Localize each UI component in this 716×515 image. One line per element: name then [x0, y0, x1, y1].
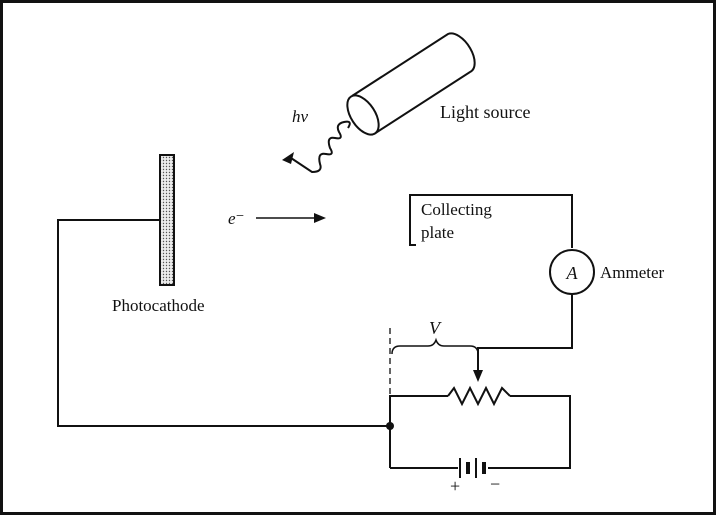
- light-source-cylinder: [346, 32, 476, 136]
- ammeter-symbol-letter: A: [566, 263, 579, 283]
- rheostat-resistor: [447, 385, 511, 407]
- electron-label: e⁻: [228, 209, 245, 228]
- slider-arrowhead: [473, 370, 483, 382]
- wire-right-loop: [488, 395, 571, 469]
- photon-arrowhead: [282, 152, 294, 164]
- photocathode-plate: [159, 154, 175, 286]
- collecting-plate-label-line2: plate: [421, 223, 454, 242]
- wire-cathode-to-junction: [57, 219, 390, 427]
- wire-plate-to-ammeter: [410, 194, 573, 248]
- junction-dot: [386, 422, 394, 430]
- collecting-plate-label-line1: Collecting: [421, 200, 492, 219]
- voltage-brace: [391, 337, 479, 355]
- photon-wave: [290, 120, 351, 174]
- electron-arrowhead: [314, 213, 326, 223]
- collecting-plate: [409, 194, 416, 246]
- photon-label: hν: [292, 107, 309, 126]
- light-source-label: Light source: [440, 102, 530, 122]
- battery-plus-label: +: [450, 476, 460, 496]
- voltage-label: V: [429, 318, 442, 338]
- wire-ammeter-to-slider: [477, 294, 573, 372]
- wire-left-to-resistor: [389, 395, 448, 426]
- ammeter-label: Ammeter: [600, 263, 665, 282]
- photocathode-label: Photocathode: [112, 296, 205, 315]
- battery-minus-label: −: [490, 474, 500, 494]
